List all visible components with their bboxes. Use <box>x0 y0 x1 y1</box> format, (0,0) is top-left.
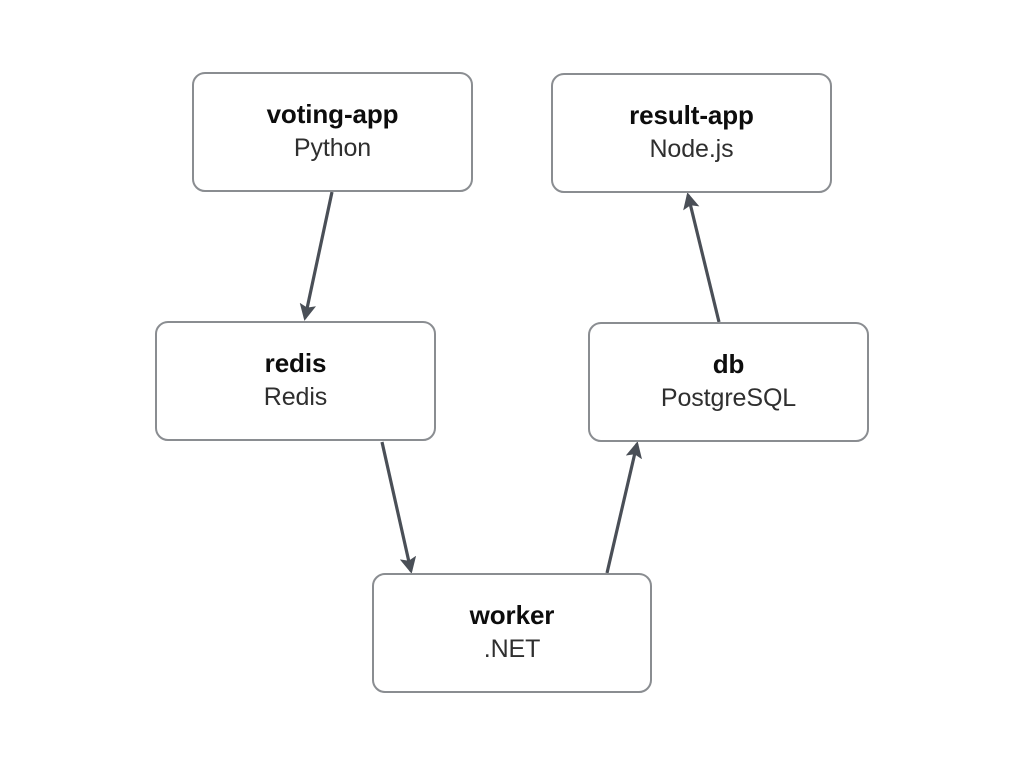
node-title: voting-app <box>266 99 399 130</box>
node-subtitle: Redis <box>263 383 328 412</box>
node-title: result-app <box>629 100 754 131</box>
node-subtitle: Python <box>293 134 372 163</box>
node-voting-app[interactable]: voting-app Python <box>192 72 473 192</box>
node-title: db <box>712 349 745 380</box>
node-redis[interactable]: redis Redis <box>155 321 436 441</box>
node-subtitle: PostgreSQL <box>660 384 797 413</box>
edge-redis-to-worker <box>380 441 417 574</box>
node-result-app[interactable]: result-app Node.js <box>551 73 832 193</box>
edge-db-to-result-app <box>683 192 721 323</box>
node-worker[interactable]: worker .NET <box>372 573 652 693</box>
edge-worker-to-db <box>605 441 642 574</box>
edge-voting-app-to-redis <box>299 191 334 321</box>
node-subtitle: Node.js <box>649 135 734 164</box>
node-title: worker <box>469 600 555 631</box>
node-subtitle: .NET <box>483 635 541 664</box>
node-db[interactable]: db PostgreSQL <box>588 322 869 442</box>
node-title: redis <box>264 348 327 379</box>
